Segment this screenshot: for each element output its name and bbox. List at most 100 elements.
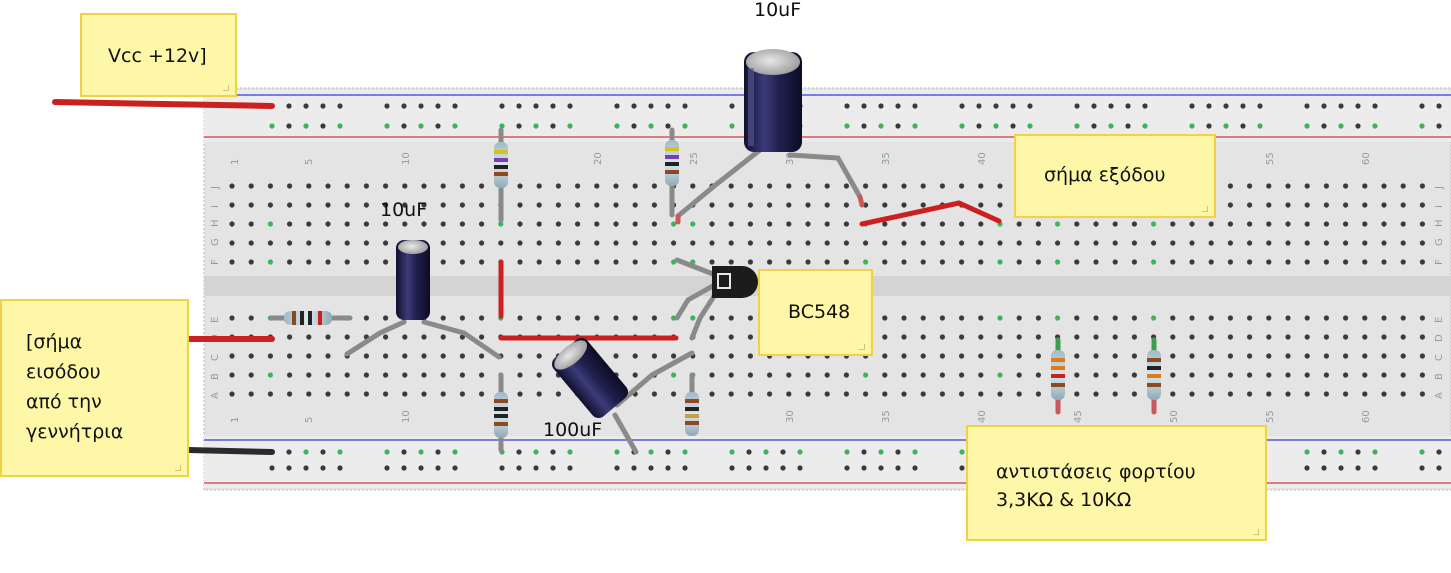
breadboard-hole: [959, 334, 965, 340]
connected-hole: [690, 221, 696, 227]
breadboard-hole: [1381, 353, 1387, 359]
row-letter-f-left: F: [210, 259, 221, 265]
row-letter-b-right: B: [1434, 373, 1445, 380]
breadboard-hole: [786, 202, 792, 208]
breadboard-hole: [363, 372, 369, 378]
breadboard-hole: [325, 183, 331, 189]
breadboard-hole: [901, 259, 907, 265]
breadboard-hole: [1355, 465, 1361, 471]
jumper-wires: [498, 200, 1002, 341]
breadboard-hole: [1343, 202, 1349, 208]
capacitor-left-body: [396, 240, 430, 320]
connected-hole: [1304, 123, 1310, 129]
breadboard-hole: [383, 240, 389, 246]
breadboard-hole: [920, 353, 926, 359]
breadboard-hole: [363, 315, 369, 321]
connected-hole: [997, 372, 1003, 378]
breadboard-hole: [824, 391, 830, 397]
connected-hole: [384, 449, 390, 455]
capacitor-left-cap: [398, 240, 428, 254]
breadboard-hole: [797, 465, 803, 471]
breadboard-hole: [1189, 334, 1195, 340]
breadboard-hole: [337, 103, 343, 109]
breadboard-hole: [1304, 315, 1310, 321]
breadboard-hole: [384, 103, 390, 109]
breadboard-hole: [229, 372, 235, 378]
connected-hole: [567, 123, 573, 129]
row-letter-j-left: J: [210, 186, 221, 190]
breadboard-hole: [632, 315, 638, 321]
breadboard-hole: [286, 103, 292, 109]
note-input-signal: [σήμα εισόδου από την γεννήτρια: [0, 299, 189, 477]
breadboard-hole: [728, 315, 734, 321]
breadboard-hole: [517, 353, 523, 359]
breadboard-hole: [499, 465, 505, 471]
row-letter-e-right: E: [1434, 317, 1445, 323]
breadboard-hole: [1227, 259, 1233, 265]
breadboard-hole: [402, 353, 408, 359]
breadboard-hole: [440, 221, 446, 227]
breadboard-hole: [978, 391, 984, 397]
breadboard-hole: [882, 353, 888, 359]
breadboard-hole: [901, 240, 907, 246]
breadboard-hole: [1227, 240, 1233, 246]
breadboard-hole: [882, 259, 888, 265]
breadboard-hole: [517, 202, 523, 208]
row-letter-a-left: A: [210, 392, 221, 399]
breadboard-hole: [1016, 315, 1022, 321]
breadboard-hole: [651, 202, 658, 208]
breadboard-hole: [882, 334, 888, 340]
breadboard-hole: [440, 315, 446, 321]
breadboard-hole: [920, 202, 926, 208]
breadboard-hole: [824, 183, 830, 189]
breadboard-hole: [613, 221, 619, 227]
breadboard-hole: [384, 465, 390, 471]
breadboard-hole: [383, 183, 389, 189]
breadboard-hole: [959, 259, 965, 265]
breadboard-hole: [632, 353, 638, 359]
breadboard-hole: [1247, 240, 1253, 246]
breadboard-hole: [435, 103, 441, 109]
breadboard-hole: [306, 372, 312, 378]
breadboard-hole: [452, 465, 458, 471]
cap-top-label: 10uF: [754, 0, 801, 21]
breadboard-hole: [1227, 221, 1233, 227]
connected-hole: [878, 449, 884, 455]
breadboard-hole: [229, 183, 235, 189]
note-output-signal: σήμα εξόδου: [1014, 134, 1216, 218]
connected-hole: [959, 123, 965, 129]
connected-hole: [863, 372, 869, 378]
breadboard-hole: [1074, 334, 1080, 340]
note-input-signal-resize-handle: [175, 465, 181, 471]
breadboard-hole: [421, 334, 427, 340]
breadboard-hole: [613, 183, 619, 189]
resistor-r1-band-4: [494, 172, 508, 176]
breadboard-hole: [1321, 123, 1327, 129]
breadboard-hole: [267, 353, 273, 359]
breadboard-hole: [1208, 315, 1214, 321]
col-num-35-top: 35: [881, 152, 892, 165]
breadboard-hole: [863, 202, 869, 208]
row-letter-c-right: C: [1434, 354, 1445, 361]
breadboard-hole: [728, 183, 734, 189]
ground-wire: [185, 447, 275, 455]
col-num-25-top: 25: [689, 152, 700, 165]
breadboard-hole: [728, 372, 734, 378]
breadboard-hole: [1362, 183, 1368, 189]
breadboard-hole: [1227, 391, 1233, 397]
row-letter-h-left: H: [210, 219, 221, 227]
breadboard-hole: [978, 315, 984, 321]
breadboard-hole: [325, 202, 331, 208]
breadboard-hole: [421, 353, 427, 359]
breadboard-hole: [479, 372, 485, 378]
load-resistor-10k-band-4: [1147, 383, 1161, 387]
breadboard-hole: [440, 372, 446, 378]
connected-hole: [863, 259, 869, 265]
breadboard-hole: [363, 183, 369, 189]
resistor-r5-band-1: [292, 311, 296, 325]
breadboard-hole: [1419, 334, 1425, 340]
breadboard-hole: [575, 202, 581, 208]
breadboard-hole: [1323, 202, 1329, 208]
breadboard-hole: [1035, 353, 1041, 359]
breadboard-hole: [1247, 259, 1253, 265]
